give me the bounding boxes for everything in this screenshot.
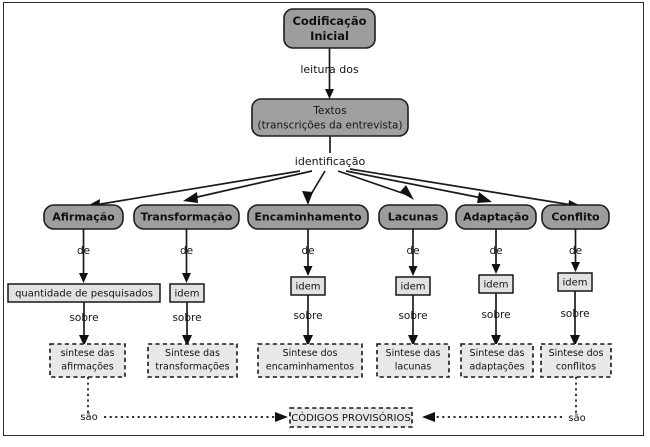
edge-codes-right-arrowhead — [422, 412, 435, 422]
node-detail-afirmacao[interactable]: quantidade de pesquisados — [7, 283, 161, 303]
node-synthesis-conflitos-line2: conflitos — [556, 362, 596, 373]
edge-label-sobre-4: sobre — [398, 310, 427, 322]
edge-label-leitura-dos: leitura dos — [300, 63, 359, 76]
edge-label-sobre-5: sobre — [481, 309, 510, 321]
edges-synthesis-to-codes: são são — [80, 377, 586, 424]
node-synthesis-adaptacoes-line2: adaptações — [469, 362, 524, 373]
edge-root-to-textos-arrowhead — [325, 89, 334, 99]
node-category-lacunas-label: Lacunas — [388, 211, 439, 224]
node-synthesis-afirmacoes[interactable]: sintese das afirmações — [49, 343, 126, 378]
node-synthesis-afirmacoes-line2: afirmações — [61, 362, 114, 373]
node-synthesis-conflitos-shape — [540, 343, 612, 378]
edge-label-sobre-3: sobre — [293, 310, 322, 322]
edge-label-sao-right: são — [568, 413, 585, 424]
edge-codes-left-arrowhead — [275, 412, 288, 422]
node-category-adaptacao[interactable]: Adaptação — [455, 204, 537, 230]
edge-label-sobre-1: sobre — [69, 312, 98, 324]
edge-label-de-5: de — [489, 245, 502, 257]
node-textos-line1: Textos — [312, 105, 346, 117]
node-synthesis-encaminhamentos-shape — [257, 343, 363, 378]
node-category-afirmacao[interactable]: Afirmação — [43, 204, 124, 230]
node-detail-lacunas[interactable]: idem — [395, 276, 431, 296]
edge-label-identificacao: identificação — [295, 155, 366, 168]
node-synthesis-encaminhamentos-line2: encaminhamentos — [266, 362, 354, 373]
edges-detail-to-synthesis: sobre sobre sobre sobre sobre sobre — [69, 291, 590, 346]
edge-label-de-1: de — [77, 245, 90, 257]
node-category-conflito-label: Conflito — [551, 211, 600, 224]
node-synthesis-conflitos-line1: Sintese dos — [549, 348, 604, 359]
node-synthesis-lacunas-line2: lacunas — [395, 362, 432, 373]
node-synthesis-afirmacoes-line1: sintese das — [61, 348, 115, 359]
node-synthesis-afirmacoes-shape — [49, 343, 126, 378]
edge-label-sao-left: são — [80, 412, 97, 423]
node-synthesis-encaminhamentos[interactable]: Sintese dos encaminhamentos — [257, 343, 363, 378]
node-detail-adaptacao-label: idem — [483, 280, 508, 291]
node-category-encaminhamento[interactable]: Encaminhamento — [247, 204, 369, 230]
edge-label-de-3: de — [301, 245, 314, 257]
node-synthesis-transformacoes-shape — [147, 343, 238, 378]
node-category-transformacao[interactable]: Transformação — [133, 204, 240, 230]
diagram-frame — [3, 2, 644, 436]
node-synthesis-transformacoes[interactable]: Sintese das transformações — [147, 343, 238, 378]
node-detail-transformacao[interactable]: idem — [169, 283, 205, 303]
node-synthesis-adaptacoes-shape — [460, 343, 534, 378]
edge-label-sobre-6: sobre — [560, 308, 589, 320]
node-codigos-provisorios-shape — [289, 407, 413, 428]
edge-label-de-6: de — [569, 245, 582, 257]
node-synthesis-lacunas-line1: Sintese das — [386, 348, 441, 359]
node-codificacao-inicial[interactable]: Codificação Inicial — [283, 8, 376, 49]
node-synthesis-lacunas[interactable]: Sintese das lacunas — [376, 343, 450, 378]
node-category-conflito[interactable]: Conflito — [541, 204, 610, 230]
edge-label-de-4: de — [406, 245, 419, 257]
node-synthesis-encaminhamentos-line1: Sintese dos — [283, 348, 338, 359]
edge-label-de-2: de — [180, 245, 193, 257]
node-detail-transformacao-label: idem — [174, 289, 199, 300]
edge-label-sobre-2: sobre — [172, 312, 201, 324]
node-synthesis-transformacoes-line2: transformações — [155, 362, 229, 373]
node-detail-adaptacao[interactable]: idem — [478, 274, 514, 294]
node-codificacao-inicial-line2: Inicial — [310, 29, 349, 43]
edges-category-to-detail: de de de de de de — [77, 229, 582, 283]
node-synthesis-lacunas-shape — [376, 343, 450, 378]
node-synthesis-conflitos[interactable]: Sintese dos conflitos — [540, 343, 612, 378]
node-detail-encaminhamento[interactable]: idem — [290, 276, 326, 296]
node-detail-conflito[interactable]: idem — [557, 272, 593, 292]
node-detail-conflito-label: idem — [562, 278, 587, 289]
node-synthesis-transformacoes-line1: Sintese das — [165, 348, 220, 359]
node-category-afirmacao-label: Afirmação — [52, 211, 115, 224]
node-detail-afirmacao-label: quantidade de pesquisados — [15, 289, 153, 300]
node-category-adaptacao-label: Adaptação — [463, 211, 529, 224]
node-detail-encaminhamento-label: idem — [295, 282, 320, 293]
node-synthesis-adaptacoes-line1: Sintese das — [470, 348, 525, 359]
node-category-encaminhamento-label: Encaminhamento — [254, 211, 362, 224]
node-textos[interactable]: Textos (transcrições da entrevista) — [251, 98, 409, 137]
node-category-transformacao-label: Transformação — [141, 211, 233, 224]
node-codigos-provisorios[interactable]: CÓDIGOS PROVISÓRIOS — [289, 407, 413, 428]
node-synthesis-adaptacoes[interactable]: Sintese das adaptações — [460, 343, 534, 378]
node-textos-line2: (transcrições da entrevista) — [257, 120, 402, 132]
node-category-lacunas[interactable]: Lacunas — [378, 204, 448, 230]
node-codificacao-inicial-line1: Codificação — [292, 14, 366, 28]
node-codigos-provisorios-label: CÓDIGOS PROVISÓRIOS — [291, 411, 410, 424]
node-detail-lacunas-label: idem — [400, 282, 425, 293]
